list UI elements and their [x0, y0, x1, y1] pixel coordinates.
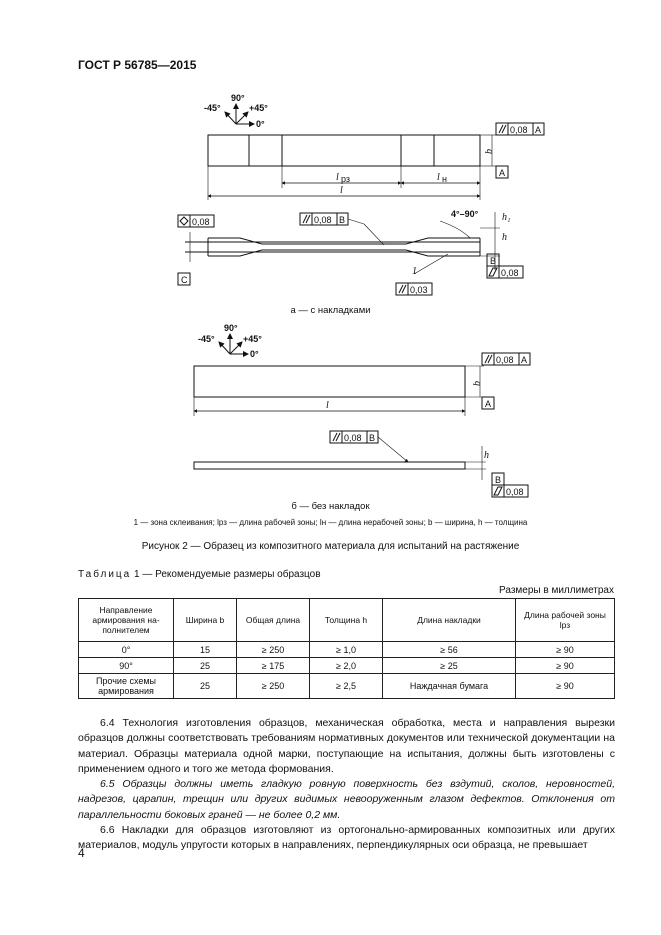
- datum-b: B: [490, 256, 496, 266]
- dim-l-b: l: [326, 400, 329, 411]
- th-width: Ширина b: [173, 598, 237, 642]
- cell: ≥ 56: [382, 641, 516, 658]
- page-number: 4: [78, 846, 85, 860]
- table-header-row: Направление армирования на-полнителем Ши…: [78, 598, 615, 642]
- cell: 0°: [78, 641, 174, 658]
- cell: ≥ 90: [515, 641, 615, 658]
- table-title-rest: 1 — Рекомендуемые размеры образцов: [134, 569, 321, 580]
- angle-label: 4°–90°: [451, 209, 479, 219]
- dim-lrz-sub: рз: [341, 174, 350, 184]
- label-0: 0°: [256, 119, 265, 129]
- cell: 25: [173, 657, 237, 674]
- label-minus45: -45°: [204, 103, 221, 113]
- tol-parallel-a: 0,08: [510, 125, 528, 135]
- table-title: Таблица 1 — Рекомендуемые размеры образц…: [78, 569, 321, 580]
- tol-datum-a-ref-b: A: [521, 355, 527, 365]
- table-row: 90° 25 ≥ 175 ≥ 2,0 ≥ 25 ≥ 90: [78, 657, 615, 674]
- tol-parallel-a-b: 0,08: [496, 355, 514, 365]
- dim-lrz: l: [336, 172, 339, 183]
- dim-h1: h₁: [502, 212, 510, 223]
- label-90-b: 90°: [224, 323, 238, 333]
- tol-flat-b: 0,08: [501, 268, 519, 278]
- cell: 15: [173, 641, 237, 658]
- cell: ≥ 175: [236, 657, 310, 674]
- dim-ln-sub: н: [442, 174, 447, 184]
- specimen-top-view-b: l b 0,08 A A: [193, 352, 531, 416]
- tol-flat-b-b: 0,08: [506, 487, 524, 497]
- datum-c: C: [181, 275, 188, 285]
- th-length: Общая длина: [236, 598, 310, 642]
- cell: Прочие схемы армирования: [78, 673, 174, 699]
- datum-b-b: B: [495, 475, 501, 485]
- dimensions-table: Направление армирования на-полнителем Ши…: [78, 598, 615, 699]
- tol-flat-c: 0,08: [192, 217, 210, 227]
- tol-datum-b-ref-b: B: [369, 433, 375, 443]
- label-plus45-b: +45°: [243, 334, 262, 344]
- label-minus45-b: -45°: [198, 334, 215, 344]
- dim-ln: l: [437, 172, 440, 183]
- cell: 25: [173, 673, 237, 699]
- label-0-b: 0°: [250, 349, 259, 359]
- dim-l: l: [340, 185, 343, 196]
- th-work-length: Длина рабочей зоны lрз: [515, 598, 615, 642]
- figure-title: Рисунок 2 — Образец из композитного мате…: [141, 541, 520, 552]
- table-row: Прочие схемы армирования 25 ≥ 250 ≥ 2,5 …: [78, 673, 615, 699]
- cell: ≥ 90: [515, 673, 615, 699]
- dim-b-b: b: [472, 381, 483, 386]
- orientation-symbol-a: 90° -45° +45° 0°: [204, 93, 268, 129]
- cell: ≥ 1,0: [309, 641, 383, 658]
- caption-b: б — без накладок: [291, 501, 370, 512]
- table-units: Размеры в миллиметрах: [499, 585, 614, 596]
- table-row: 0° 15 ≥ 250 ≥ 1,0 ≥ 56 ≥ 90: [78, 641, 615, 658]
- specimen-side-view-b: 0,08 B h B 0,08: [193, 430, 529, 498]
- specimen-top-view-a: l рз l н l b 0,08 A A: [207, 122, 545, 200]
- orientation-symbol-b: 90° -45° +45° 0°: [198, 323, 262, 359]
- ref-1: 1: [412, 266, 417, 277]
- th-tab-length: Длина накладки: [382, 598, 516, 642]
- tol-datum-a-ref: A: [535, 125, 541, 135]
- label-90: 90°: [231, 93, 245, 103]
- caption-a: а — с накладками: [290, 305, 371, 316]
- tol-datum-b-ref: B: [339, 215, 345, 225]
- paragraph-6-5: 6.5 Образцы должны иметь гладкую ровную …: [78, 778, 615, 821]
- document-header: ГОСТ Р 56785—2015: [78, 58, 197, 72]
- body-text: 6.4 Технология изготовления образцов, ме…: [78, 716, 615, 854]
- paragraph-6-4: 6.4 Технология изготовления образцов, ме…: [78, 717, 615, 775]
- figure-legend: 1 — зона склеивания; lрз — длина рабочей…: [133, 518, 528, 527]
- tol-parallel-b: 0,08: [314, 215, 332, 225]
- cell: ≥ 250: [236, 673, 310, 699]
- figure-2-drawing: 90° -45° +45° 0° l рз l н l b: [177, 93, 545, 498]
- cell: Наждачная бумага: [382, 673, 516, 699]
- cell: ≥ 2,5: [309, 673, 383, 699]
- cell: ≥ 250: [236, 641, 310, 658]
- dim-b: b: [484, 149, 495, 154]
- table-title-prefix: Таблица: [78, 569, 132, 580]
- cell: ≥ 90: [515, 657, 615, 674]
- label-plus45: +45°: [249, 103, 268, 113]
- specimen-side-view-a: h₁ h 4°–90° 1 0,08 B 0,08 C 0,03 B 0,: [177, 209, 524, 296]
- cell: ≥ 25: [382, 657, 516, 674]
- tol-parallel-03: 0,03: [410, 285, 428, 295]
- tol-parallel-b-b: 0,08: [344, 433, 362, 443]
- th-thickness: Толщина h: [309, 598, 383, 642]
- cell: 90°: [78, 657, 174, 674]
- dim-h-b: h: [484, 450, 489, 461]
- datum-a: A: [499, 168, 505, 178]
- paragraph-6-6: 6.6 Накладки для образцов изготовляют из…: [78, 824, 615, 852]
- dim-h: h: [502, 232, 507, 243]
- cell: ≥ 2,0: [309, 657, 383, 674]
- th-direction: Направление армирования на-полнителем: [78, 598, 174, 642]
- datum-a-b: A: [485, 399, 491, 409]
